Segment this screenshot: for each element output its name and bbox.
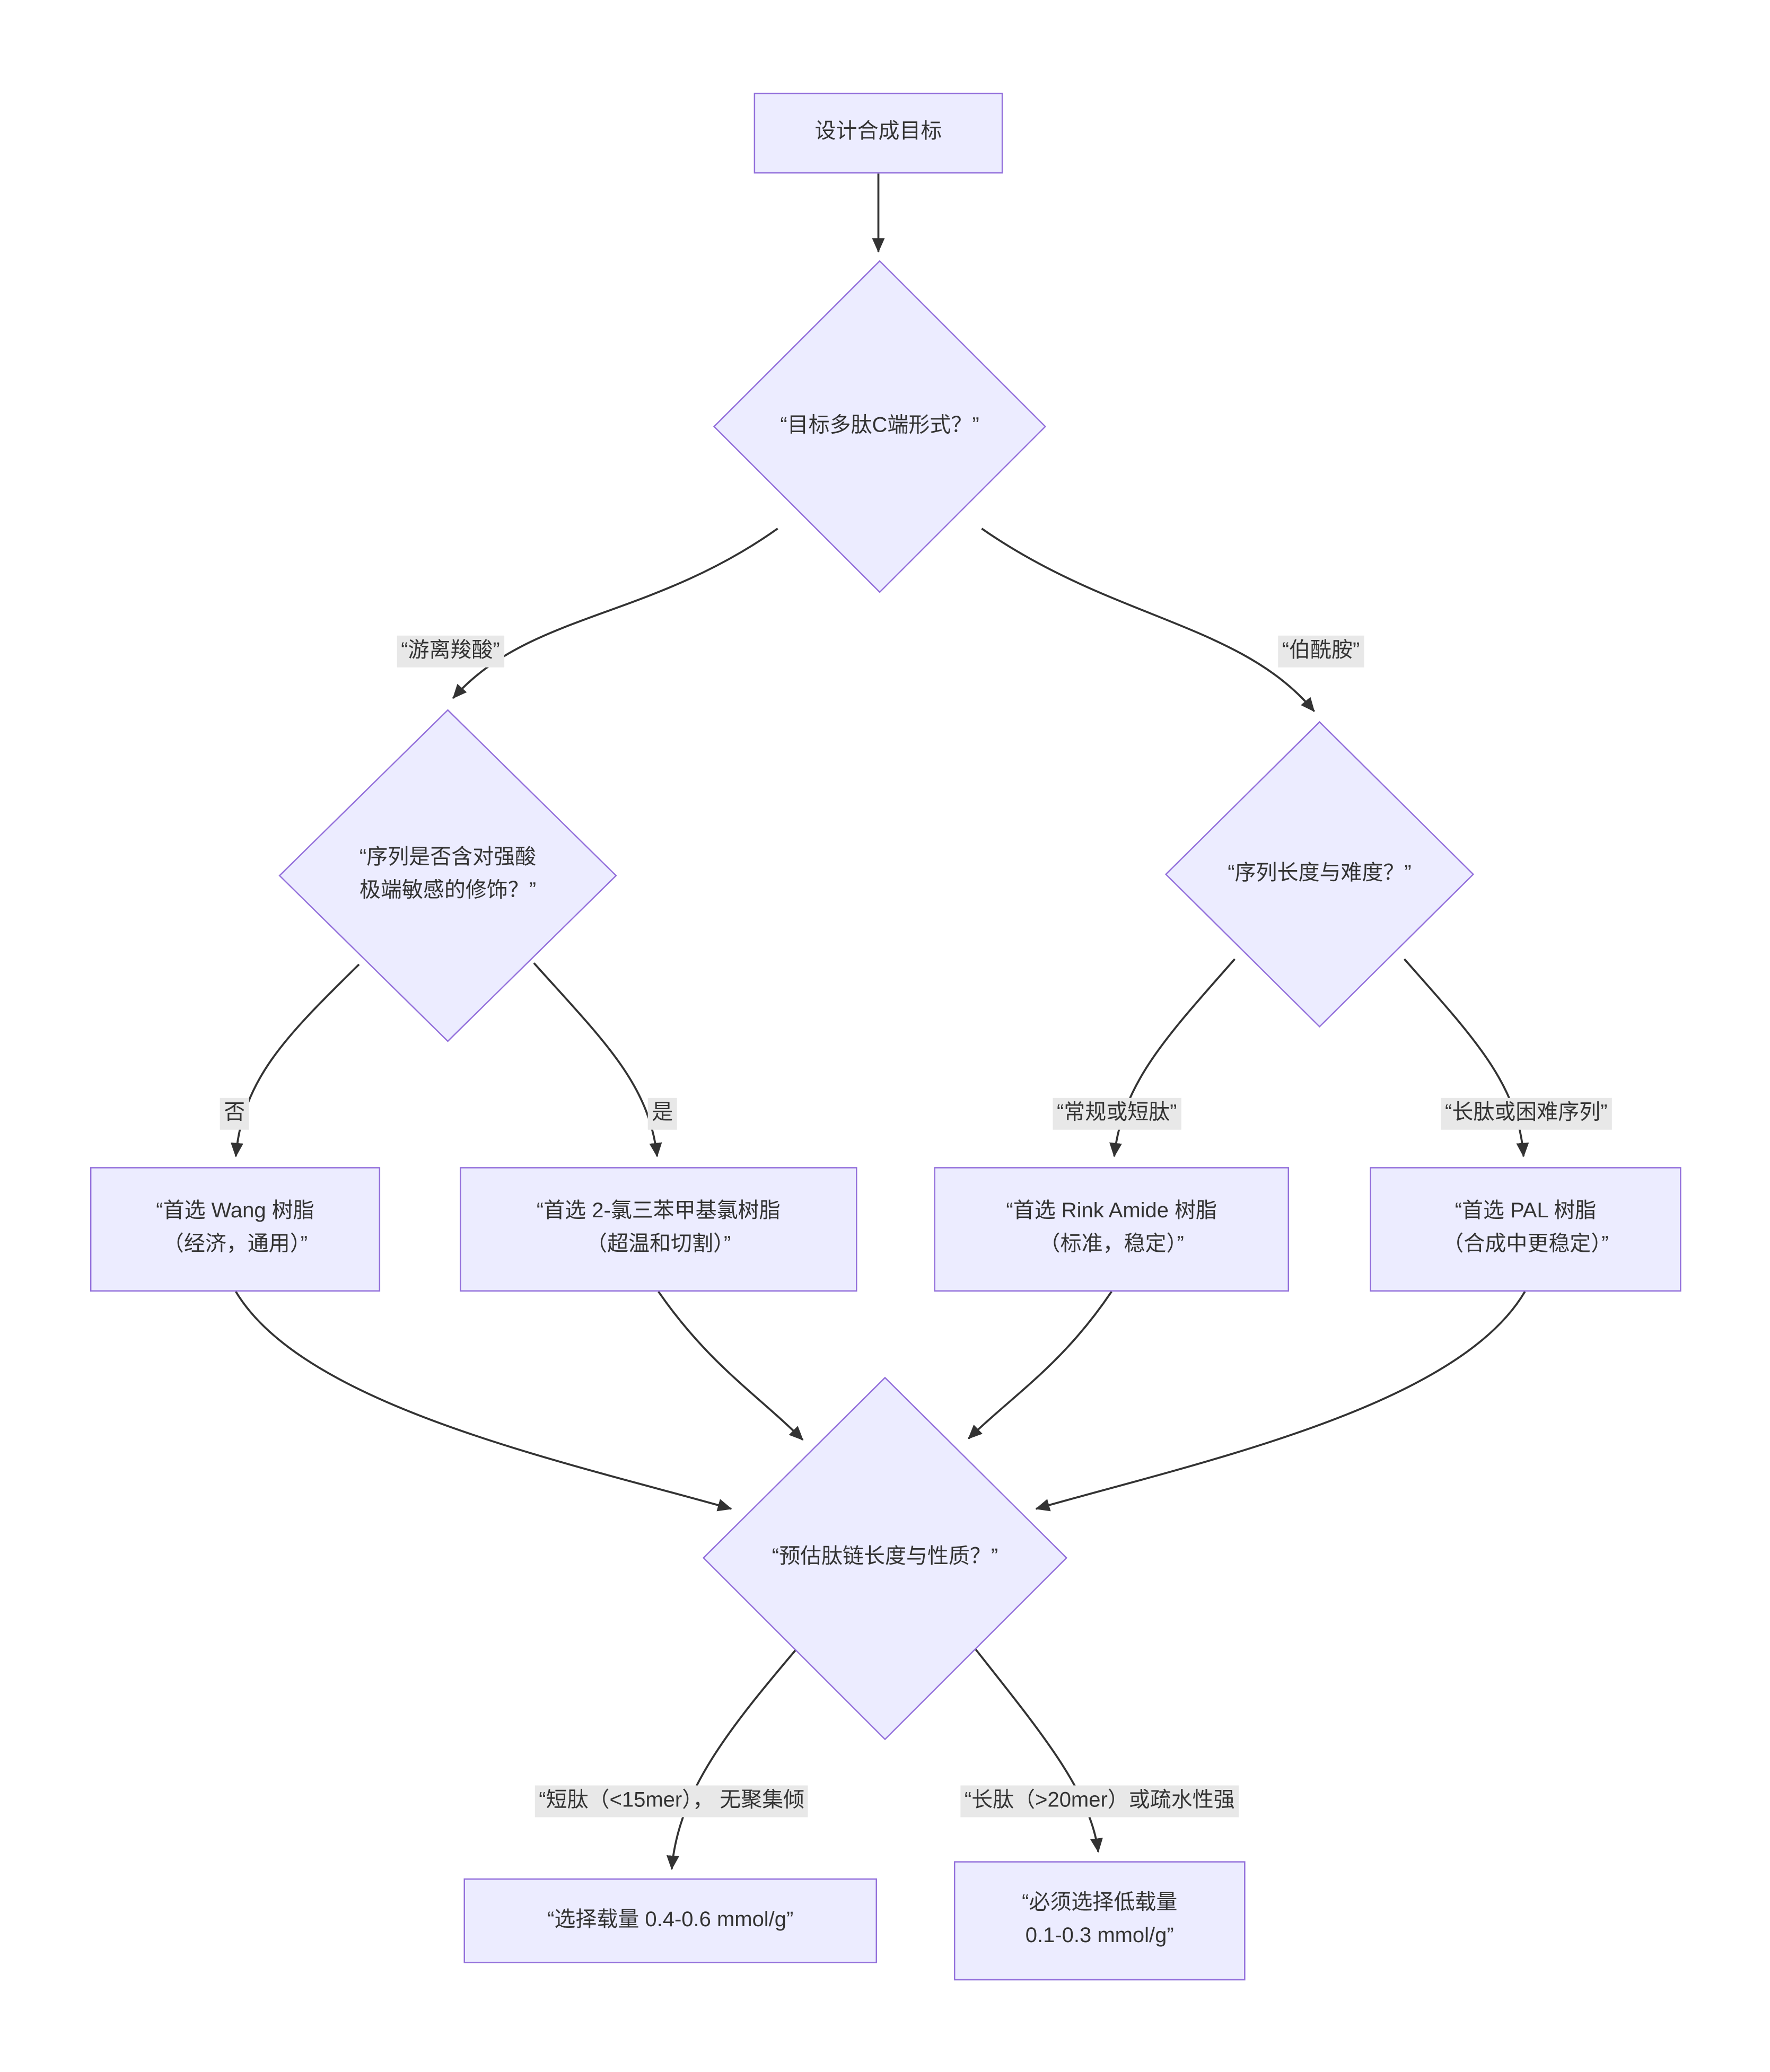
edge-cterm-to-acid [452,528,778,699]
edge-cterm-to-length [981,528,1315,712]
edge-wang-to-estimate [235,1291,732,1512]
node-rink-amide-resin: “首选 Rink Amide 树脂 （标准，稳定）” [934,1167,1290,1292]
node-pal-resin: “首选 PAL 树脂 （合成中更稳定）” [1370,1167,1681,1292]
decision-acid-shape [278,709,617,1042]
node-loading-low: “必须选择低载量 0.1-0.3 mmol/g” [953,1861,1246,1981]
decision-cterm-shape [713,260,1047,593]
node-start: 设计合成目标 [753,92,1003,174]
edge-rink-to-estimate [968,1290,1112,1439]
edge-estimate-to-low [971,1644,1103,1853]
edge-label-regular-short: “常规或短肽” [1053,1098,1181,1130]
edge-label-yes: 是 [647,1098,677,1130]
edge-label-amide: “伯酰胺” [1278,635,1364,668]
edge-pal-to-estimate [1035,1291,1526,1512]
edge-label-short-no-agg: “短肽（<15mer）， 无聚集倾 [534,1785,809,1818]
decision-length-shape [1164,721,1475,1028]
decision-estimate-shape [702,1376,1068,1741]
edge-ctc-to-estimate [658,1290,804,1441]
edge-estimate-to-standard [666,1639,805,1870]
edge-acid-to-wang [230,963,360,1157]
edge-label-free-acid: “游离羧酸” [397,635,504,668]
node-loading-standard: “选择载量 0.4-0.6 mmol/g” [463,1878,878,1963]
edge-acid-to-ctc [533,962,662,1157]
node-ctc-resin: “首选 2-氯三苯甲基氯树脂 （超温和切割）” [459,1167,857,1292]
edge-label-no: 否 [220,1098,249,1130]
edge-label-long-hydrophobic: “长肽（>20mer）或疏水性强 [960,1785,1239,1818]
edge-label-long-difficult: “长肽或困难序列” [1441,1098,1612,1130]
node-wang-resin: “首选 Wang 树脂 （经济，通用）” [90,1167,381,1292]
